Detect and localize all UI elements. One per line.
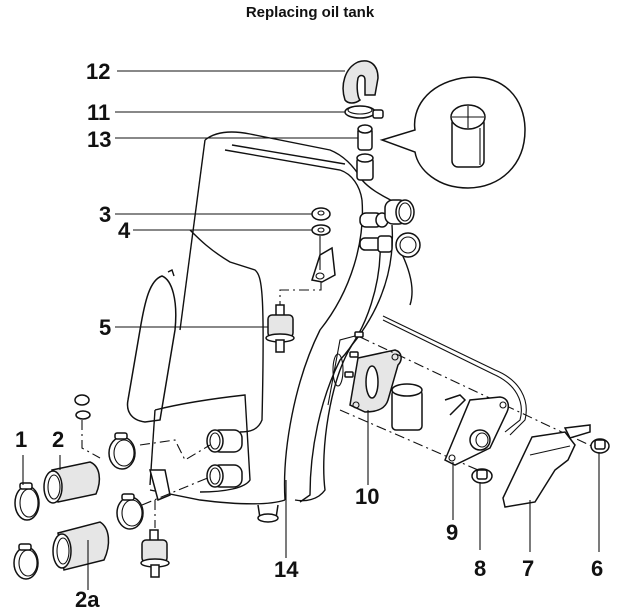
callout-5: 5 xyxy=(99,315,111,340)
tank-fitting-upper xyxy=(359,199,415,228)
rubber-mount xyxy=(265,304,295,353)
callout-13: 13 xyxy=(87,127,111,152)
gasket xyxy=(349,349,402,413)
tank-outlet-upper xyxy=(206,429,243,453)
callout-4: 4 xyxy=(118,218,131,243)
filler-sleeve xyxy=(356,124,374,181)
callout-2a: 2a xyxy=(75,587,100,612)
hose-clamp xyxy=(14,482,40,521)
small-washer xyxy=(75,410,91,420)
washer xyxy=(311,224,331,236)
callout-9: 9 xyxy=(446,520,458,545)
tank-fitting-lower xyxy=(359,232,421,258)
callout-11: 11 xyxy=(87,100,110,125)
tank-outlet-lower xyxy=(206,464,243,488)
hose-clamp-tank-upper xyxy=(108,432,136,470)
callout-3: 3 xyxy=(99,202,111,227)
callout-8: 8 xyxy=(474,556,486,581)
callout-10: 10 xyxy=(355,484,379,509)
small-nut xyxy=(74,394,90,406)
hose-clamp-top xyxy=(344,105,384,119)
flange-nut xyxy=(471,468,493,484)
hose-clamp-lower xyxy=(13,543,39,580)
callout-12: 12 xyxy=(86,59,110,84)
callout-14: 14 xyxy=(274,557,299,582)
heat-shield xyxy=(502,424,591,508)
hose-clamp-tank-lower xyxy=(116,493,144,530)
flange-nut-right xyxy=(590,438,610,454)
callout-2: 2 xyxy=(52,427,64,452)
cover-plate xyxy=(444,394,510,466)
hose xyxy=(43,461,101,504)
oil-tank xyxy=(126,131,421,523)
nut xyxy=(311,207,331,221)
hose-alt xyxy=(52,521,110,571)
callout-7: 7 xyxy=(522,556,534,581)
filter-element xyxy=(391,383,423,431)
callout-6: 6 xyxy=(591,556,603,581)
rubber-mount-lower xyxy=(140,529,170,578)
detail-inset xyxy=(379,76,526,189)
leader-lines xyxy=(22,70,600,590)
callout-1: 1 xyxy=(15,427,27,452)
breather-hose xyxy=(342,60,379,104)
diagram-title: Replacing oil tank xyxy=(245,4,375,21)
